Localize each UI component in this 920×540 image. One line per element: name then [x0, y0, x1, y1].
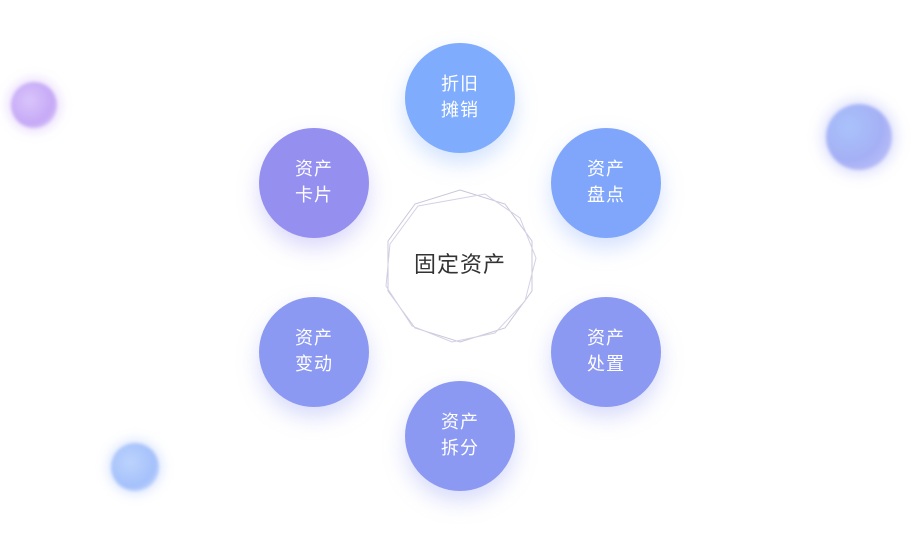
- node-label-line1: 资产: [295, 328, 333, 349]
- node-depreciation-amortization[interactable]: 折旧 摊销: [405, 43, 515, 153]
- node-label-line1: 资产: [295, 159, 333, 180]
- node-label-line1: 资产: [587, 328, 625, 349]
- node-asset-change[interactable]: 资产 变动: [259, 297, 369, 407]
- node-asset-disposal[interactable]: 资产 处置: [551, 297, 661, 407]
- node-label-line1: 资产: [441, 412, 479, 433]
- center-hub-fill: [390, 196, 530, 336]
- node-label-line2: 变动: [295, 354, 333, 375]
- node-asset-split[interactable]: 资产 拆分: [405, 381, 515, 491]
- node-asset-card[interactable]: 资产 卡片: [259, 128, 369, 238]
- center-hub-polygon-b: [385, 193, 537, 343]
- node-label-line1: 资产: [587, 159, 625, 180]
- decorative-bubble-purple: [11, 82, 57, 128]
- node-label-line2: 处置: [587, 354, 625, 375]
- node-label-line2: 摊销: [441, 100, 479, 121]
- decorative-bubble-blue-large: [826, 104, 892, 170]
- center-hub-polygon-a: [387, 189, 533, 343]
- node-label-line1: 折旧: [441, 74, 479, 95]
- node-label-line2: 卡片: [295, 185, 333, 206]
- center-hub-outline: [385, 189, 537, 343]
- center-hub-label: 固定资产: [413, 253, 506, 278]
- node-label-line2: 盘点: [587, 185, 625, 206]
- node-asset-inventory[interactable]: 资产 盘点: [551, 128, 661, 238]
- node-label-line2: 拆分: [441, 438, 479, 459]
- decorative-bubble-blue-small: [111, 443, 159, 491]
